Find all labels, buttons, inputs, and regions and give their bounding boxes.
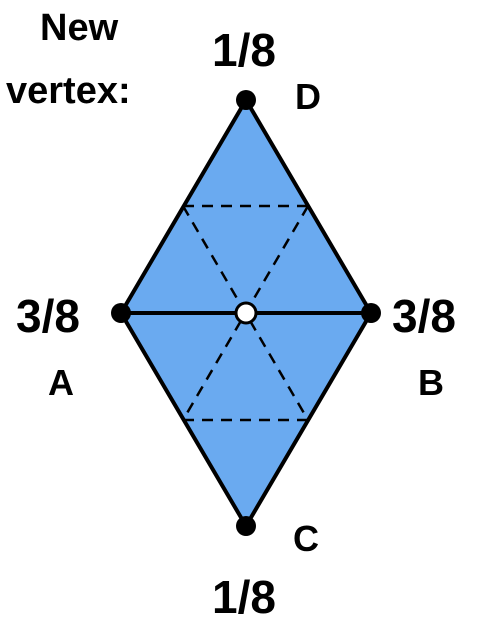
weight-label-a: 3/8 bbox=[16, 290, 80, 342]
title-line-2: vertex: bbox=[6, 70, 131, 112]
weight-label-d: 1/8 bbox=[212, 24, 276, 76]
vertex-label-b: B bbox=[418, 362, 444, 403]
vertex-label-c: C bbox=[293, 518, 319, 559]
vertex-a-dot bbox=[111, 303, 131, 323]
weight-label-c: 1/8 bbox=[212, 571, 276, 623]
weight-label-b: 3/8 bbox=[392, 290, 456, 342]
vertex-b-dot bbox=[361, 303, 381, 323]
title-line-1: New bbox=[40, 7, 119, 49]
vertex-label-d: D bbox=[295, 76, 321, 117]
vertex-label-a: A bbox=[48, 362, 74, 403]
vertex-c-dot bbox=[236, 516, 256, 536]
new-vertex-dot bbox=[234, 301, 258, 325]
vertex-d-dot bbox=[236, 90, 256, 110]
